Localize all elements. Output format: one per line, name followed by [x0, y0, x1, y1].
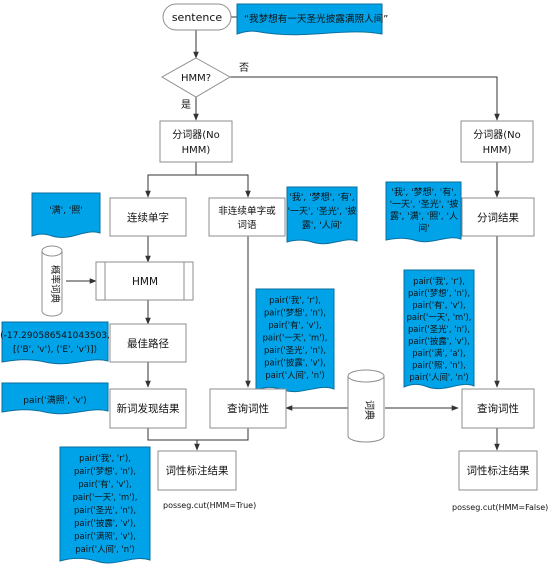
- seg-result-data-line2: '一天', '圣光', '披: [390, 198, 459, 210]
- right-pair: pair('梦想', 'n'),: [408, 288, 470, 298]
- no-label: 否: [239, 62, 249, 74]
- right-pair: pair('一天', 'm'),: [407, 312, 472, 322]
- pos-result-box-left: [157, 450, 237, 491]
- dictionary-label: 词典: [363, 400, 376, 420]
- hmm-label: HMM: [132, 276, 158, 288]
- new-word-label: 新词发现结果: [117, 402, 180, 415]
- non-consecutive-label-line2: 词语: [237, 220, 257, 231]
- right-pair: pair('披露', 'v'),: [408, 336, 470, 346]
- consecutive-chars-data: '满', '照': [49, 205, 83, 216]
- bottom-pair: pair('一天', 'm'),: [73, 492, 138, 502]
- cut-hmm-false: posseg.cut(HMM=False): [452, 503, 548, 512]
- bottom-pair: pair('圣光', 'n'),: [74, 505, 136, 515]
- connector-query-to-pos: [197, 428, 249, 441]
- new-word-data: pair('满照', 'v'): [23, 395, 86, 406]
- bottom-pair: pair('披露', 'v'),: [74, 518, 136, 528]
- seg-result-data-shape: [385, 181, 462, 243]
- seg-result-box: [461, 197, 535, 237]
- segmenter-left: [159, 120, 233, 163]
- consecutive-chars-label: 连续单字: [127, 211, 169, 224]
- right-pair: pair('有', 'v'),: [412, 300, 465, 310]
- right-pair: pair('圣光', 'n'),: [408, 324, 470, 334]
- mid-pair: pair('一天', 'm'),: [263, 333, 328, 343]
- yes-label: 是: [181, 99, 191, 111]
- hmm-question: HMM?: [181, 73, 211, 84]
- mid-pair: pair('有', 'v'),: [268, 320, 321, 330]
- best-path-data-line2: [('B', 'v'), ('E', 'v')]): [13, 345, 97, 355]
- query-pos-label-right: 查询词性: [477, 402, 519, 415]
- pos-result-right: 词性标注结果: [467, 464, 530, 477]
- connector-hmm-no: [230, 76, 500, 121]
- cut-hmm-true: posseg.cut(HMM=True): [163, 501, 256, 510]
- bottom-pair: pair('我', 'r'),: [79, 453, 131, 463]
- pos-result-box-right: [458, 450, 538, 491]
- query-pos-box-right: [461, 388, 535, 429]
- segmenter-left-line1: 分词器(No: [172, 129, 220, 141]
- best-path-data-shape: [1, 321, 109, 365]
- non-consecutive-data-line3: 露', '人间': [302, 219, 342, 231]
- non-consecutive-label-line1: 非连续单字或: [218, 205, 276, 217]
- input-sentence-shape: [236, 3, 383, 36]
- start-terminal: [162, 3, 232, 31]
- right-pairs-list: pair('我', 'r'), pair('梦想', 'n'), pair('有…: [407, 276, 472, 382]
- bottom-pair: pair('满照', 'v'),: [74, 531, 136, 541]
- seg-result-data-line4: 间': [418, 222, 429, 234]
- bottom-pair: pair('有', 'v'),: [78, 479, 131, 489]
- consecutive-chars-box: [109, 197, 187, 237]
- seg-result-data-line1: '我', '梦想', '有',: [391, 186, 456, 198]
- segmenter-right-line1: 分词器(No: [473, 129, 521, 141]
- mid-pair: pair('梦想', 'n'),: [264, 308, 326, 318]
- bottom-pairs-list: pair('我', 'r'), pair('梦想', 'n'), pair('有…: [73, 453, 138, 554]
- best-path-data-line1: (-17.290586541043503,: [0, 331, 110, 341]
- non-consecutive-box: [208, 197, 286, 237]
- segmenter-right-line2: HMM): [483, 145, 512, 156]
- new-word-box: [109, 388, 187, 429]
- best-path-label: 最佳路径: [127, 337, 169, 350]
- bottom-pair: pair('梦想', 'n'),: [74, 466, 136, 476]
- non-consecutive-data-line1: '我', '梦想', '有',: [289, 191, 354, 203]
- segmenter-left-line2: HMM): [182, 145, 211, 156]
- query-pos-box-mid: [209, 388, 287, 429]
- start-label: sentence: [172, 11, 223, 24]
- bottom-pair: pair('人间', 'n'): [75, 544, 134, 554]
- connector-newword-to-pos: [147, 428, 200, 451]
- right-pair: pair('满', 'a'),: [412, 348, 465, 358]
- query-pos-label-mid: 查询词性: [227, 402, 269, 415]
- right-pairs-shape: [403, 269, 475, 390]
- best-path-box: [109, 323, 187, 363]
- seg-result-data-line3: 露', '满', '照', '人: [390, 211, 458, 222]
- bottom-pairs-shape: [59, 446, 151, 564]
- mid-pair: pair('人间', 'n'): [265, 370, 324, 380]
- non-consecutive-data-shape: [286, 186, 358, 245]
- prob-dict-cylinder: 概率词典: [41, 245, 63, 317]
- right-pair: pair('照', 'n'),: [412, 360, 466, 370]
- consecutive-chars-data-shape: [31, 192, 101, 238]
- non-consecutive-data-line2: '一天', '圣光', '披: [288, 205, 357, 217]
- prob-dict-label: 概率词典: [49, 265, 61, 304]
- mid-pair: pair('我', 'r'),: [269, 295, 321, 305]
- connector-seg-to-nonconsecutive: [196, 174, 251, 198]
- connectors: [66, 16, 500, 451]
- segmenter-right: [460, 120, 534, 163]
- input-sentence: “我梦想有一天圣光披露满照人间”: [244, 13, 388, 25]
- connector-seg-to-consecutive: [145, 162, 197, 198]
- right-pair: pair('人间', 'n'): [409, 372, 468, 382]
- pos-result-left: 词性标注结果: [166, 464, 229, 477]
- seg-result-label: 分词结果: [477, 211, 519, 224]
- mid-pair: pair('披露', 'v'),: [264, 358, 326, 368]
- dictionary-cylinder: 词典: [347, 369, 385, 443]
- hmm-box: [95, 261, 194, 301]
- new-word-data-shape: [1, 382, 109, 415]
- right-pair: pair('我', 'r'),: [413, 276, 465, 286]
- mid-pairs-list: pair('我', 'r'), pair('梦想', 'n'), pair('有…: [263, 295, 328, 380]
- mid-pair: pair('圣光', 'n'),: [264, 345, 326, 355]
- hmm-decision: [160, 57, 232, 98]
